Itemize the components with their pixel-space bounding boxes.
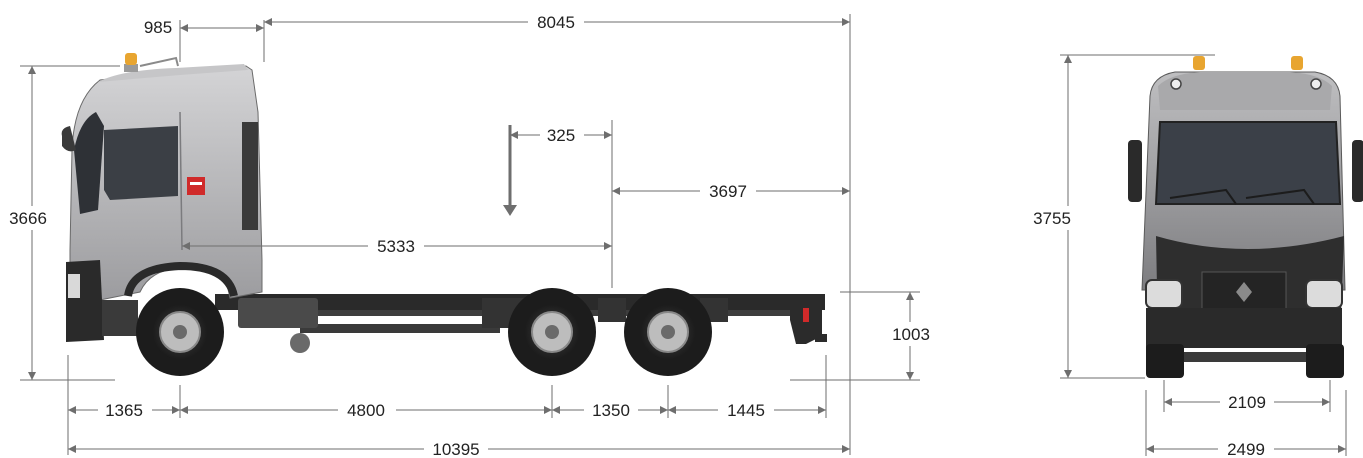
dim-3697: 3697: [709, 182, 747, 201]
dim-325: 325: [547, 126, 575, 145]
spring-bracket-rear: [598, 298, 626, 322]
dim-8045: 8045: [537, 13, 575, 32]
driveshaft: [300, 324, 500, 333]
front-mirror-right: [1352, 140, 1363, 202]
dim-4800: 4800: [347, 401, 385, 420]
dim-1445: 1445: [727, 401, 765, 420]
air-tank: [290, 333, 310, 353]
front-beacon-right: [1291, 56, 1303, 70]
fuel-tank: [238, 298, 318, 328]
rear-tow-bar: [815, 334, 827, 342]
dim-985: 985: [144, 18, 172, 37]
roof-lamp-left: [1170, 78, 1182, 90]
logo-icon: [1236, 282, 1252, 302]
side-window: [104, 126, 178, 200]
side-mirror: [61, 126, 76, 152]
headlight-left: [1145, 279, 1183, 309]
wipers: [1169, 188, 1315, 205]
roof-lamp-right: [1310, 78, 1322, 90]
red-badge: [187, 177, 205, 195]
door-seam: [179, 111, 183, 251]
roof-beacon-base: [124, 64, 138, 72]
front-axle: [1184, 352, 1306, 362]
rear-wheel-1: [508, 288, 596, 376]
dimension-labels: 985 8045 3666 325 3697 5333 1003 1365 48…: [4, 10, 1274, 458]
front-windscreen: [1154, 121, 1342, 205]
front-step: [102, 300, 138, 336]
roof-beacon-amber: [125, 53, 137, 65]
front-wheel-arch: [124, 261, 238, 298]
side-view-truck: [61, 53, 827, 376]
dim-10395: 10395: [432, 440, 479, 458]
dim-1350: 1350: [592, 401, 630, 420]
dim-2499: 2499: [1227, 440, 1265, 458]
rear-wheel-2: [624, 288, 712, 376]
dim-5333: 5333: [377, 237, 415, 256]
front-view-bumper: [1146, 308, 1342, 348]
headlight: [68, 274, 80, 298]
dim-3755: 3755: [1033, 209, 1071, 228]
headlight-right: [1305, 279, 1343, 309]
dim-1365: 1365: [105, 401, 143, 420]
windscreen-edge: [74, 112, 104, 214]
front-tyre-left: [1146, 344, 1184, 378]
front-wheel: [136, 288, 224, 376]
dim-1003: 1003: [892, 325, 930, 344]
front-bumper: [66, 260, 104, 342]
front-roof: [1158, 72, 1332, 110]
cab-side-grille: [242, 122, 258, 230]
front-tyre-right: [1306, 344, 1344, 378]
front-beacon-left: [1193, 56, 1205, 70]
red-badge-inner: [190, 182, 202, 185]
front-view-truck: [1128, 56, 1363, 378]
dim-2109: 2109: [1228, 393, 1266, 412]
front-mirror-left: [1128, 140, 1142, 202]
dim-3666: 3666: [9, 209, 47, 228]
rear-light: [803, 308, 809, 322]
roof-spoiler: [98, 64, 248, 82]
roof-antenna: [139, 56, 179, 67]
